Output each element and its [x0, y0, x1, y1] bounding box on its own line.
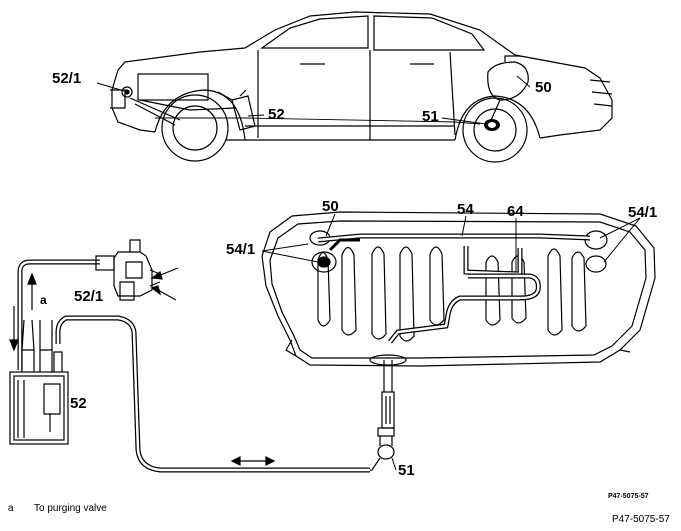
tank-lines	[317, 233, 591, 344]
car-leader-lines	[96, 75, 531, 125]
label-51-car: 51	[422, 108, 439, 125]
car-body	[110, 11, 613, 163]
label-51-line: 51	[398, 462, 415, 479]
tank-leader-lines	[261, 213, 641, 471]
label-a: a	[40, 293, 47, 307]
vent-line	[17, 259, 100, 370]
figure-stamp: P47-5075-57	[608, 493, 649, 500]
legend-key: a	[8, 503, 14, 514]
legend-text: To purging valve	[34, 503, 107, 514]
purge-line	[55, 315, 370, 473]
label-52-1-car: 52/1	[52, 70, 82, 87]
label-52-car: 52	[268, 106, 285, 123]
purge-valve-52-1	[95, 239, 161, 301]
label-54-1-left: 54/1	[226, 241, 256, 258]
label-54-tank: 54	[457, 201, 474, 218]
flow-direction-arrow	[230, 456, 276, 466]
canister-arrows	[9, 272, 37, 352]
label-50-tank: 50	[322, 198, 339, 215]
label-52-1-valve: 52/1	[74, 288, 104, 305]
label-50-car: 50	[535, 79, 552, 96]
fuel-tank	[261, 211, 656, 367]
charcoal-canister	[9, 319, 69, 445]
tank-outlet	[359, 354, 407, 473]
label-54-1-right: 54/1	[628, 204, 658, 221]
car-part-51	[484, 119, 500, 131]
document-id: P47-5075-57	[612, 514, 670, 525]
valve-pointer-arrows	[150, 267, 179, 301]
label-52-canister: 52	[70, 395, 87, 412]
label-64-tank: 64	[507, 203, 524, 220]
